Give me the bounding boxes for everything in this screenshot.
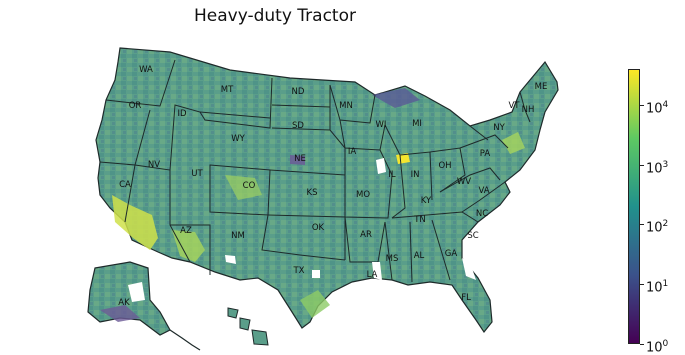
state-label-VT: VT bbox=[508, 101, 520, 111]
state-label-LA: LA bbox=[367, 270, 378, 280]
colorbar-gradient bbox=[628, 69, 640, 344]
alaska-landmass bbox=[87, 261, 171, 336]
state-label-IN: IN bbox=[411, 170, 420, 180]
colorbar-tick bbox=[640, 165, 644, 166]
state-label-OK: OK bbox=[312, 223, 325, 233]
state-label-IL: IL bbox=[388, 170, 396, 180]
state-label-OR: OR bbox=[129, 101, 142, 111]
state-label-AZ: AZ bbox=[180, 226, 192, 236]
state-label-MI: MI bbox=[412, 119, 422, 129]
state-label-VA: VA bbox=[478, 186, 489, 196]
hawaii-islands bbox=[227, 307, 269, 346]
colorbar-tick-label: 101 bbox=[646, 279, 669, 296]
state-label-SD: SD bbox=[292, 121, 304, 131]
state-label-MT: MT bbox=[221, 85, 234, 95]
colorbar-tick bbox=[640, 284, 644, 285]
colorbar-tick-label: 102 bbox=[646, 219, 669, 236]
northeast-high-values bbox=[502, 132, 525, 154]
state-label-OH: OH bbox=[438, 161, 451, 171]
state-label-ND: ND bbox=[292, 87, 305, 97]
colorbar-tick-label: 104 bbox=[646, 100, 669, 117]
colorbar-tick bbox=[640, 105, 644, 106]
state-label-ID: ID bbox=[177, 109, 187, 119]
state-label-AL: AL bbox=[414, 251, 425, 261]
state-label-WA: WA bbox=[139, 65, 153, 75]
state-label-NC: NC bbox=[476, 209, 488, 219]
state-label-NH: NH bbox=[522, 105, 535, 115]
arizona-high-values bbox=[172, 230, 205, 262]
map-title: Heavy-duty Tractor bbox=[193, 6, 356, 26]
state-label-IA: IA bbox=[348, 147, 357, 157]
state-borders bbox=[99, 59, 531, 283]
state-label-MO: MO bbox=[356, 190, 370, 200]
colorado-high-values bbox=[225, 175, 262, 200]
state-label-PA: PA bbox=[480, 149, 491, 159]
nebraska-low-values bbox=[290, 155, 305, 165]
state-label-CO: CO bbox=[243, 181, 256, 191]
state-label-MN: MN bbox=[339, 101, 353, 111]
chicago-high-values bbox=[396, 153, 410, 164]
colorbar: 104 103 102 101 100 bbox=[628, 69, 685, 355]
state-label-NE: NE bbox=[294, 154, 306, 164]
state-label-TX: TX bbox=[292, 266, 304, 276]
texas-high-values bbox=[300, 290, 330, 318]
state-label-SC: SC bbox=[467, 231, 478, 241]
colorbar-tick-label: 103 bbox=[646, 160, 669, 177]
aleutian-islands bbox=[169, 329, 201, 351]
state-label-AK: AK bbox=[118, 298, 130, 308]
colorbar-tick-label: 100 bbox=[646, 339, 669, 355]
alaska-low-values bbox=[100, 305, 140, 322]
state-label-TN: TN bbox=[413, 215, 426, 225]
state-label-NV: NV bbox=[148, 160, 160, 170]
alaska-no-data bbox=[128, 282, 145, 302]
colorbar-tick bbox=[640, 224, 644, 225]
state-label-GA: GA bbox=[445, 249, 458, 259]
state-label-WY: WY bbox=[231, 134, 245, 144]
state-label-ME: ME bbox=[535, 82, 548, 92]
no-data-patches bbox=[225, 158, 476, 280]
colorbar-tick bbox=[640, 344, 644, 345]
state-label-NM: NM bbox=[231, 231, 245, 241]
state-label-FL: FL bbox=[461, 293, 471, 303]
state-label-UT: UT bbox=[191, 169, 203, 179]
state-label-MS: MS bbox=[386, 254, 399, 264]
us-county-heatmap: WA OR CA NV ID MT WY UT CO AZ NM ND SD N… bbox=[87, 47, 559, 351]
state-label-NY: NY bbox=[493, 123, 505, 133]
state-label-CA: CA bbox=[119, 180, 131, 190]
state-label-AR: AR bbox=[360, 230, 372, 240]
upper-michigan-low-values bbox=[372, 88, 420, 108]
state-label-KY: KY bbox=[421, 196, 432, 206]
state-label-WV: WV bbox=[457, 177, 471, 187]
state-label-WI: WI bbox=[376, 120, 387, 130]
state-labels: WA OR CA NV ID MT WY UT CO AZ NM ND SD N… bbox=[118, 65, 547, 308]
california-high-values bbox=[112, 195, 158, 250]
state-label-KS: KS bbox=[307, 188, 318, 198]
